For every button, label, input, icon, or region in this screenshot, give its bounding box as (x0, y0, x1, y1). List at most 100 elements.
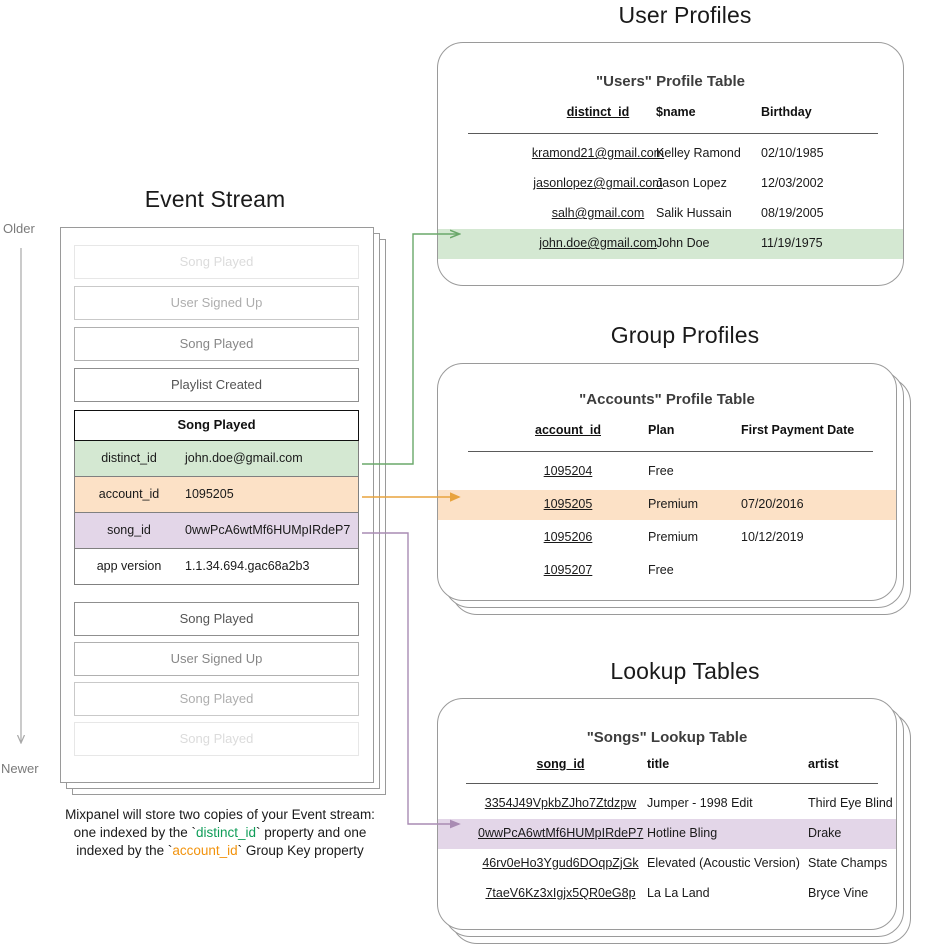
table-row-highlighted[interactable]: 1095205 Premium 07/20/2016 (438, 490, 896, 520)
table-row[interactable]: jasonlopez@gmail.com Jason Lopez 12/03/2… (438, 169, 903, 199)
cell-distinct-id: john.doe@gmail.com (539, 236, 657, 250)
table-row[interactable]: 1095207 Free (438, 556, 896, 586)
table-row[interactable]: 7taeV6Kz3xIgjx5QR0eG8p La La Land Bryce … (438, 879, 896, 909)
table-row[interactable]: salh@gmail.com Salik Hussain 08/19/2005 (438, 199, 903, 229)
table-row-highlighted[interactable]: 0wwPcA6wtMf6HUMpIRdeP7 Hotline Bling Dra… (438, 819, 896, 849)
songs-lookup-card: "Songs" Lookup Table song_id title artis… (437, 698, 897, 930)
cell-birthday: 11/19/1975 (761, 236, 823, 250)
cell-title: Elevated (Acoustic Version) (647, 856, 800, 870)
caption-line-2-post: ` property and one (256, 825, 367, 840)
table-row[interactable]: 46rv0eHo3Ygud6DOqpZjGk Elevated (Acousti… (438, 849, 896, 879)
cell-plan: Premium (648, 497, 699, 511)
table-row[interactable]: 1095204 Free (438, 457, 896, 487)
cell-plan: Premium (648, 530, 699, 544)
cell-distinct-id: kramond21@gmail.com (531, 146, 665, 160)
section-title-lookup-tables: Lookup Tables (610, 658, 760, 684)
cell-first-payment-date: 10/12/2019 (741, 530, 804, 544)
event-property-value: 1095205 (185, 487, 234, 501)
caption-line-2-pre: one indexed by the ` (73, 825, 196, 840)
event-property-value: 1.1.34.694.gac68a2b3 (185, 559, 310, 573)
accounts-table-header-row: account_id Plan First Payment Date (438, 423, 896, 451)
cell-title: Hotline Bling (647, 826, 718, 840)
caption-line-3: indexed by the `account_id` Group Key pr… (45, 842, 395, 860)
event-row-playlist-created[interactable]: Playlist Created (74, 368, 359, 402)
event-property-value: john.doe@gmail.com (185, 451, 303, 465)
cell-plan: Free (648, 464, 674, 478)
accounts-col-account-id: account_id (535, 423, 601, 437)
users-table-header-rule (468, 133, 878, 135)
accounts-table-title: "Accounts" Profile Table (579, 391, 755, 408)
caption-token-account-id: account_id (172, 843, 238, 858)
users-col-name: $name (656, 105, 696, 119)
cell-name: John Doe (656, 236, 710, 250)
event-property-key: distinct_id (101, 451, 157, 465)
cell-artist: Third Eye Blind (808, 796, 893, 810)
songs-table-header-row: song_id title artist (438, 757, 896, 785)
event-row-song-played-4[interactable]: Song Played (74, 682, 359, 716)
event-property-song-id[interactable]: song_id 0wwPcA6wtMf6HUMpIRdeP7 (74, 513, 359, 549)
cell-birthday: 12/03/2002 (761, 176, 824, 190)
cell-first-payment-date: 07/20/2016 (741, 497, 804, 511)
cell-song-id: 3354J49VpkbZJho7Ztdzpw (484, 796, 637, 810)
axis-label-newer: Newer (1, 761, 39, 776)
cell-account-id: 1095207 (543, 563, 593, 577)
accounts-col-first-payment-date: First Payment Date (741, 423, 855, 437)
accounts-table-header-rule (468, 451, 873, 453)
cell-name: Jason Lopez (656, 176, 727, 190)
event-row-user-signed-up-1[interactable]: User Signed Up (74, 286, 359, 320)
event-property-value: 0wwPcA6wtMf6HUMpIRdeP7 (185, 523, 351, 537)
users-col-birthday: Birthday (761, 105, 812, 119)
accounts-profile-card: "Accounts" Profile Table account_id Plan… (437, 363, 897, 601)
event-property-distinct-id[interactable]: distinct_id john.doe@gmail.com (74, 441, 359, 477)
event-card-title[interactable]: Song Played (74, 410, 359, 441)
cell-distinct-id: jasonlopez@gmail.com (533, 176, 663, 190)
cell-artist: State Champs (808, 856, 888, 870)
section-title-user-profiles: User Profiles (618, 2, 752, 28)
event-property-account-id[interactable]: account_id 1095205 (74, 477, 359, 513)
cell-artist: Drake (808, 826, 842, 840)
section-title-group-profiles: Group Profiles (610, 322, 760, 348)
event-row-song-played-1[interactable]: Song Played (74, 245, 359, 279)
event-card-song-played-expanded: Song Played distinct_id john.doe@gmail.c… (74, 410, 359, 585)
cell-birthday: 02/10/1985 (761, 146, 824, 160)
caption-line-3-pre: indexed by the ` (76, 843, 173, 858)
cell-birthday: 08/19/2005 (761, 206, 824, 220)
cell-title: Jumper - 1998 Edit (647, 796, 753, 810)
event-row-song-played-5[interactable]: Song Played (74, 722, 359, 756)
table-row-highlighted[interactable]: john.doe@gmail.com John Doe 11/19/1975 (438, 229, 903, 259)
cell-name: Kelley Ramond (656, 146, 741, 160)
cell-plan: Free (648, 563, 674, 577)
cell-artist: Bryce Vine (808, 886, 869, 900)
event-row-user-signed-up-2[interactable]: User Signed Up (74, 642, 359, 676)
songs-col-artist: artist (808, 757, 839, 771)
event-property-app-version[interactable]: app version 1.1.34.694.gac68a2b3 (74, 549, 359, 585)
cell-song-id: 0wwPcA6wtMf6HUMpIRdeP7 (478, 826, 644, 840)
event-row-song-played-3[interactable]: Song Played (74, 602, 359, 636)
cell-account-id: 1095206 (543, 530, 593, 544)
event-row-song-played-2[interactable]: Song Played (74, 327, 359, 361)
cell-title: La La Land (647, 886, 710, 900)
caption-line-1: Mixpanel will store two copies of your E… (65, 807, 375, 822)
event-property-key: account_id (98, 487, 160, 501)
caption-line-2: one indexed by the `distinct_id` propert… (45, 824, 395, 842)
songs-table-title: "Songs" Lookup Table (586, 729, 748, 746)
songs-col-song-id: song_id (536, 757, 585, 771)
event-property-key: app version (96, 559, 162, 573)
users-profile-card: "Users" Profile Table distinct_id $name … (437, 42, 904, 286)
cell-distinct-id: salh@gmail.com (551, 206, 645, 220)
cell-name: Salik Hussain (656, 206, 732, 220)
cell-song-id: 46rv0eHo3Ygud6DOqpZjGk (482, 856, 639, 870)
table-row[interactable]: 1095206 Premium 10/12/2019 (438, 523, 896, 553)
cell-account-id: 1095204 (543, 464, 593, 478)
users-col-distinct-id: distinct_id (566, 105, 630, 119)
songs-table-header-rule (466, 783, 878, 785)
caption-token-distinct-id: distinct_id (195, 825, 257, 840)
cell-song-id: 7taeV6Kz3xIgjx5QR0eG8p (485, 886, 636, 900)
songs-lookup-card-wrap: "Songs" Lookup Table song_id title artis… (437, 698, 911, 944)
users-table-title: "Users" Profile Table (596, 73, 745, 90)
accounts-col-plan: Plan (648, 423, 675, 437)
table-row[interactable]: 3354J49VpkbZJho7Ztdzpw Jumper - 1998 Edi… (438, 789, 896, 819)
users-profile-card-wrap: "Users" Profile Table distinct_id $name … (437, 42, 904, 286)
section-title-event-stream: Event Stream (144, 186, 286, 212)
table-row[interactable]: kramond21@gmail.com Kelley Ramond 02/10/… (438, 139, 903, 169)
